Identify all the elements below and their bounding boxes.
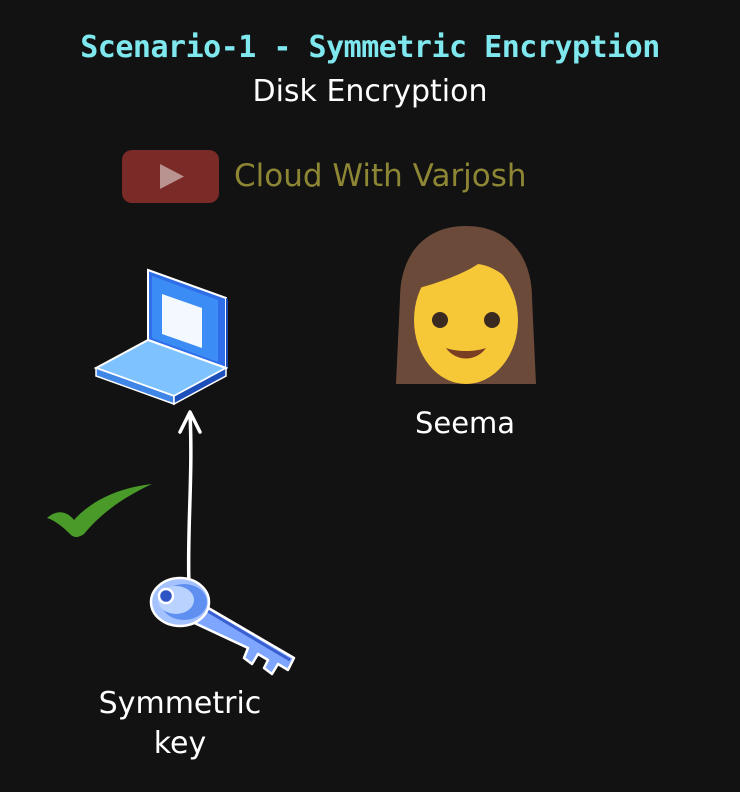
person-label: Seema: [414, 406, 516, 440]
key-icon: [149, 576, 296, 676]
channel-name: Cloud With Varjosh: [234, 158, 527, 194]
laptop-icon: [93, 268, 228, 406]
diagram-title: Scenario-1 - Symmetric Encryption: [80, 30, 660, 65]
arrow-key-to-laptop: [178, 410, 202, 586]
key-label: Symmetric key: [60, 684, 300, 764]
diagram-subtitle: Disk Encryption: [252, 74, 488, 109]
youtube-play-icon: [160, 164, 184, 189]
key-label-line2: key: [153, 726, 207, 761]
woman-face-icon: [396, 226, 536, 384]
key-label-line1: Symmetric: [98, 686, 262, 721]
youtube-logo: [122, 150, 219, 203]
checkmark-icon: [47, 484, 152, 537]
